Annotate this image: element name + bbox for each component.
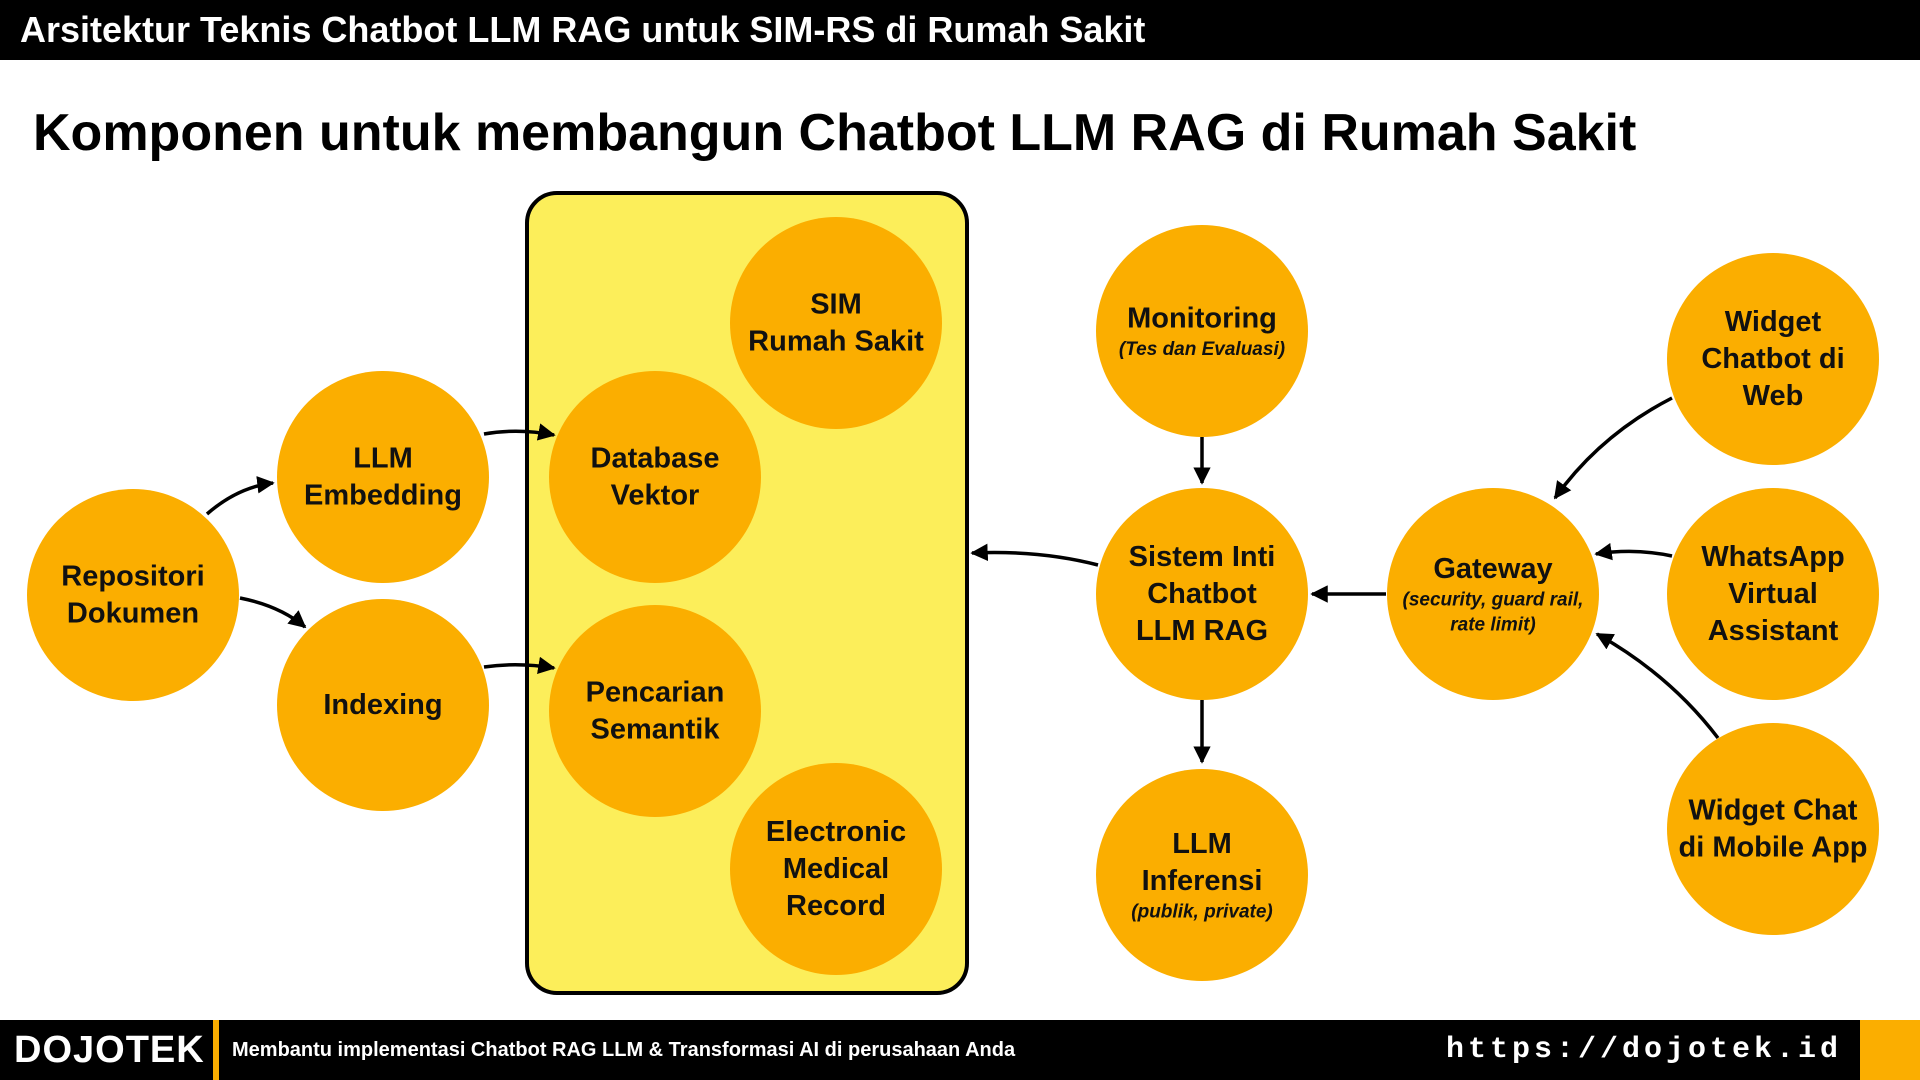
node-sublabel: (publik, private) [1131, 902, 1272, 923]
node-label: LLM RAG [1136, 615, 1268, 647]
node-circle [1667, 723, 1879, 935]
node-gateway: Gateway (security, guard rail, rate limit) [1387, 488, 1599, 700]
node-label: WhatsApp [1701, 541, 1844, 573]
arrow-repositori-to-indexing [239, 596, 307, 629]
node-label: Assistant [1708, 615, 1839, 647]
node-circle [549, 605, 761, 817]
arrow-widget-web-to-gateway [1553, 396, 1673, 500]
node-label: Repositori [61, 561, 204, 593]
node-circle [730, 763, 942, 975]
node-label: Database [591, 443, 720, 475]
node-llm-embedding: LLM Embedding [277, 371, 489, 583]
node-label: Gateway [1433, 553, 1552, 585]
node-label: Electronic [766, 816, 906, 848]
connectors [205, 396, 1720, 764]
node-label: di Mobile App [1678, 832, 1867, 864]
node-sublabel: rate limit) [1450, 615, 1536, 636]
arrow-repositori-to-embedding [205, 476, 275, 516]
slide-heading: Komponen untuk membangun Chatbot LLM RAG… [33, 104, 1637, 162]
node-circle [277, 371, 489, 583]
node-circle [1096, 225, 1308, 437]
node-sublabel: (Tes dan Evaluasi) [1119, 339, 1285, 360]
footer-url: https://dojotek.id [1445, 1033, 1842, 1067]
node-circle [1096, 769, 1308, 981]
node-label: Dokumen [67, 598, 199, 630]
arrow-widget-mobile-to-gateway [1595, 632, 1720, 740]
node-widget-mobile: Widget Chat di Mobile App [1667, 723, 1879, 935]
node-circle [1387, 488, 1599, 700]
node-label: Widget Chat [1689, 795, 1858, 827]
arrow-embedding-to-database [483, 423, 556, 441]
node-sublabel: (security, guard rail, [1403, 590, 1584, 611]
node-label: Chatbot di [1701, 343, 1844, 375]
header-bar: Arsitektur Teknis Chatbot LLM RAG untuk … [0, 0, 1920, 60]
arrow-indexing-to-pencarian [483, 656, 556, 675]
node-label: Record [786, 890, 886, 922]
nodes: RepositoriDokumenLLMEmbeddingIndexingSIM… [27, 217, 1879, 981]
node-sim-rs: SIM Rumah Sakit [730, 217, 942, 429]
node-label: LLM [353, 443, 413, 475]
footer-separator [213, 1020, 219, 1080]
node-label: Monitoring [1127, 303, 1277, 335]
node-label: SIM [810, 289, 862, 321]
node-label: Embedding [304, 480, 462, 512]
node-label: Chatbot [1147, 578, 1257, 610]
node-label: Vektor [611, 480, 700, 512]
node-label: LLM [1172, 828, 1232, 860]
node-llm-inferensi: LLM Inferensi (publik, private) [1096, 769, 1308, 981]
node-label: Rumah Sakit [748, 326, 924, 358]
node-circle [1096, 488, 1308, 700]
footer-brand-logo: DOJOTEK [14, 1029, 205, 1071]
node-circle [1667, 253, 1879, 465]
node-label: Pencarian [586, 677, 725, 709]
node-circle [1667, 488, 1879, 700]
node-label: Inferensi [1142, 865, 1263, 897]
node-circle [730, 217, 942, 429]
node-monitoring: Monitoring (Tes dan Evaluasi) [1096, 225, 1308, 437]
arrow-sistem-to-container [970, 543, 1099, 567]
node-circle [27, 489, 239, 701]
arrow-whatsapp-to-gateway [1594, 542, 1673, 561]
node-label: Indexing [323, 689, 442, 721]
node-circle [277, 599, 489, 811]
footer-accent-block [1860, 1020, 1920, 1080]
footer-tagline: Membantu implementasi Chatbot RAG LLM & … [232, 1039, 1016, 1061]
node-label: Sistem Inti [1129, 541, 1276, 573]
node-label: Widget [1725, 306, 1822, 338]
node-label: Web [1743, 380, 1804, 412]
node-label: Virtual [1728, 578, 1818, 610]
node-label: Medical [783, 853, 889, 885]
node-indexing: Indexing [277, 599, 489, 811]
node-circle [549, 371, 761, 583]
footer-bar: DOJOTEK Membantu implementasi Chatbot RA… [0, 1020, 1920, 1080]
header-title: Arsitektur Teknis Chatbot LLM RAG untuk … [20, 9, 1146, 50]
node-label: Semantik [591, 714, 721, 746]
